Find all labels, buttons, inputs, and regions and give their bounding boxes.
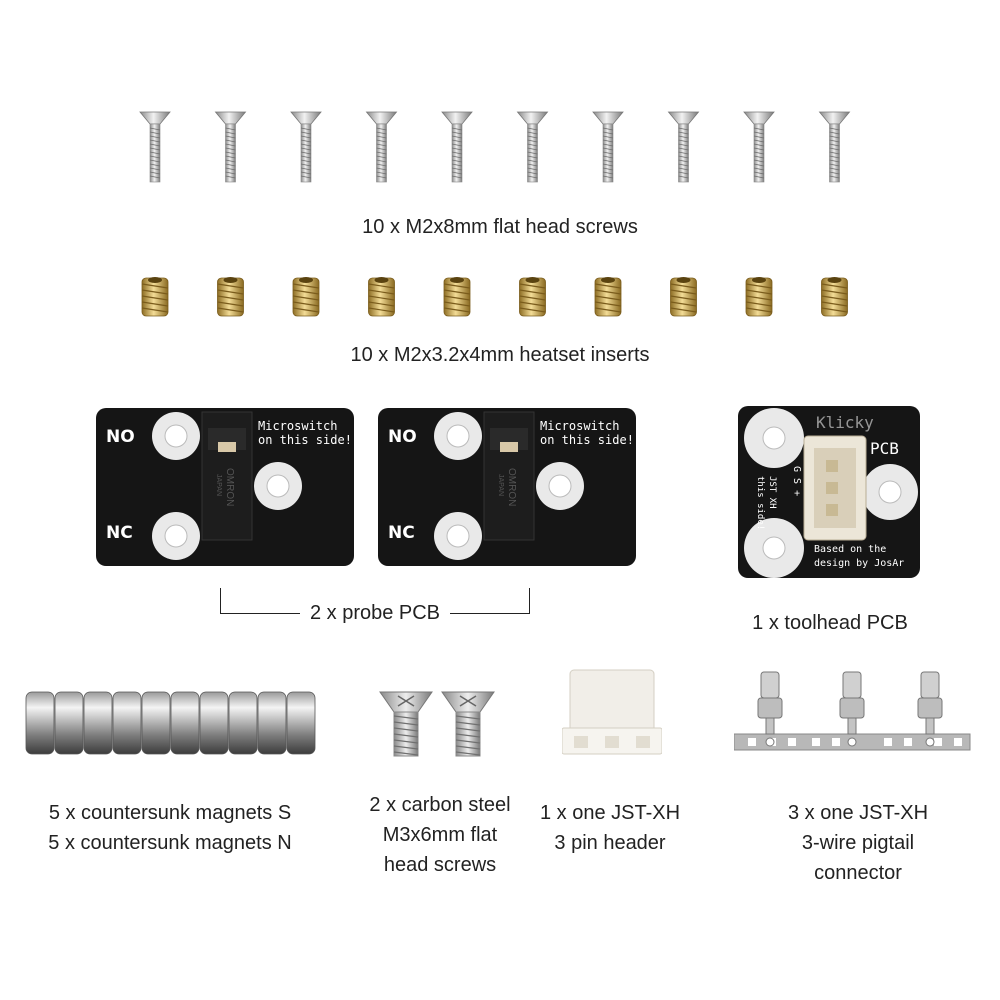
heatset-insert: [745, 277, 773, 317]
toolhead-pins: G S +: [791, 466, 802, 496]
screw-row-image: [139, 111, 851, 183]
switch-origin: JAPAN: [497, 474, 504, 496]
pigtail-caption-3: connector: [814, 862, 902, 884]
heatset-insert: [292, 277, 320, 317]
probe-no-label: NO: [388, 427, 417, 447]
m3-caption-1: 2 x carbon steel: [369, 794, 511, 816]
heatset-insert: [217, 277, 244, 317]
probe-pcb-1: NO NC Microswitch on this side! OMRON JA…: [96, 408, 354, 566]
jst-caption-2: 3 pin header: [554, 832, 666, 854]
bracket-left-tick: [220, 588, 221, 614]
m2-screw: [818, 111, 851, 183]
m3-caption-3: head screws: [383, 854, 497, 876]
m3-screw: [441, 691, 495, 757]
magnet: [257, 691, 287, 755]
crimp-terminal: [757, 671, 783, 747]
probe-caption: 2 x probe PCB: [309, 602, 441, 624]
heatset-insert: [443, 277, 471, 317]
heatset-insert: [519, 277, 546, 317]
pigtail-caption-2: 3-wire pigtail: [801, 832, 915, 854]
m2-screw: [592, 111, 624, 183]
heatset-insert: [141, 277, 169, 317]
bracket-right-line: [450, 613, 530, 614]
pigtail-caption-1: 3 x one JST-XH: [787, 802, 929, 824]
heatset-insert: [670, 277, 697, 317]
probe-nc-label: NC: [106, 523, 133, 543]
m2-screw: [139, 111, 171, 183]
magnet: [83, 691, 113, 755]
m3-screw: [379, 691, 433, 757]
jst-header: [562, 666, 662, 758]
probe-switch-label-1: Microswitch: [540, 419, 619, 433]
screws-caption: 10 x M2x8mm flat head screws: [362, 216, 638, 238]
magnet: [25, 691, 55, 755]
probe-switch-label-2: on this side!: [540, 433, 634, 447]
screw-row: [0, 108, 1000, 188]
switch-origin: JAPAN: [215, 474, 222, 496]
m2-screw: [365, 111, 398, 183]
bracket-right-tick: [529, 588, 530, 614]
toolhead-pcb: Klicky PCB JST XH this side! G S + Based…: [738, 406, 920, 578]
m2-screw: [290, 111, 322, 183]
magnet: [141, 691, 171, 755]
m2-screw: [667, 111, 700, 183]
crimp-terminal: [917, 671, 943, 747]
m2-screw: [441, 111, 473, 183]
toolhead-title-2: PCB: [870, 439, 899, 458]
switch-brand: OMRON: [506, 468, 517, 506]
probe-no-label: NO: [106, 427, 135, 447]
magnet: [170, 691, 200, 755]
inserts-caption: 10 x M2x3.2x4mm heatset inserts: [350, 344, 650, 366]
m2-screw: [743, 111, 775, 183]
m2-screw: [516, 111, 549, 183]
toolhead-caption: 1 x toolhead PCB: [752, 612, 908, 634]
magnet: [54, 691, 84, 755]
jst-caption-1: 1 x one JST-XH: [539, 802, 681, 824]
probe-pcb-2: NO NC Microswitch on this side! OMRON JA…: [378, 408, 636, 566]
toolhead-title-1: Klicky: [816, 413, 874, 432]
probe-switch-label-1: Microswitch: [258, 419, 337, 433]
heatset-insert: [594, 277, 622, 317]
toolhead-side-2: this side!: [755, 476, 765, 530]
m3-screws: [378, 688, 498, 760]
switch-brand: OMRON: [224, 468, 235, 506]
magnets-caption-2: 5 x countersunk magnets N: [48, 832, 292, 854]
m2-screw: [214, 111, 247, 183]
heatset-insert: [821, 277, 848, 317]
heatset-insert: [368, 277, 395, 317]
probe-nc-label: NC: [388, 523, 415, 543]
magnet: [112, 691, 142, 755]
magnet: [286, 691, 316, 755]
insert-row-image: [141, 277, 848, 317]
toolhead-credit-1: Based on the: [814, 544, 886, 555]
toolhead-credit-2: design by JosAr: [814, 558, 904, 569]
m3-caption-2: M3x6mm flat: [382, 824, 498, 846]
magnet: [199, 691, 229, 755]
magnets-caption-1: 5 x countersunk magnets S: [48, 802, 292, 824]
magnet: [228, 691, 258, 755]
toolhead-side-1: JST XH: [767, 476, 777, 509]
pigtail-crimps: [734, 668, 974, 758]
probe-switch-label-2: on this side!: [258, 433, 352, 447]
magnet-stack: [24, 690, 318, 756]
crimp-terminal: [839, 671, 865, 747]
insert-row: [0, 272, 1000, 322]
bracket-left-line: [220, 613, 300, 614]
